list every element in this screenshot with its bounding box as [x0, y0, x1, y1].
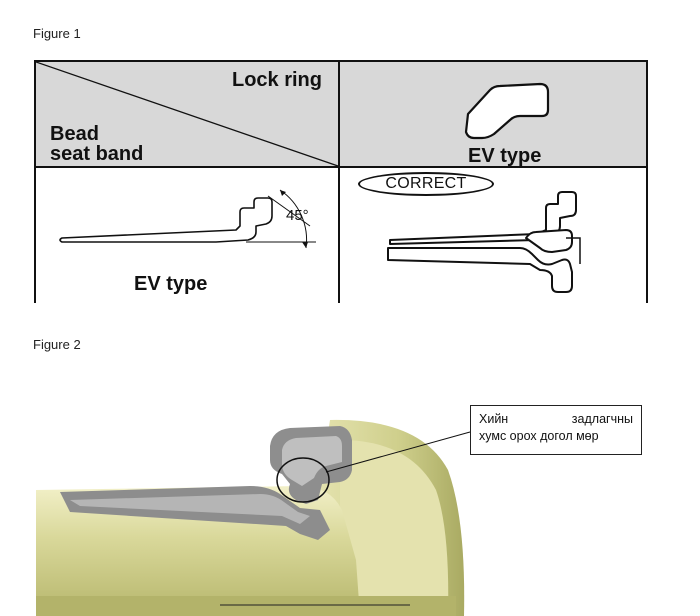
lock-ring-header: Lock ring [231, 69, 322, 91]
lock-ring-type-label: EV type [468, 145, 542, 167]
correct-assembly-cell: CORRECT [340, 168, 646, 303]
bead-header-line1: Bead [50, 123, 99, 145]
figure1-table: Lock ring Bead seat band EV type 45° EV … [34, 60, 648, 303]
callout-line1: Хийн задлагчны [479, 412, 633, 426]
figure2-caption: Figure 2 [33, 337, 81, 352]
valve-lug-callout: Хийн задлагчны хумс орох догол мөр [470, 405, 642, 455]
diagonal-divider [36, 62, 339, 167]
correct-badge: CORRECT [358, 172, 494, 196]
bead-seat-ev-cell: 45° EV type [36, 168, 340, 303]
angle-label: 45° [286, 207, 309, 224]
table-header-corner-cell: Lock ring Bead seat band [36, 62, 340, 168]
bead-seat-type-label: EV type [134, 273, 208, 295]
bead-seat-profile-drawing: 45° [59, 189, 316, 249]
lock-ring-ev-cell: EV type [340, 62, 646, 168]
bead-header-line2: seat band [50, 143, 144, 165]
callout-line2: хумс орох догол мөр [479, 429, 599, 443]
correct-assembly-drawing [387, 191, 581, 293]
lock-ring-profile-drawing [464, 82, 550, 140]
figure1-caption: Figure 1 [33, 26, 81, 41]
